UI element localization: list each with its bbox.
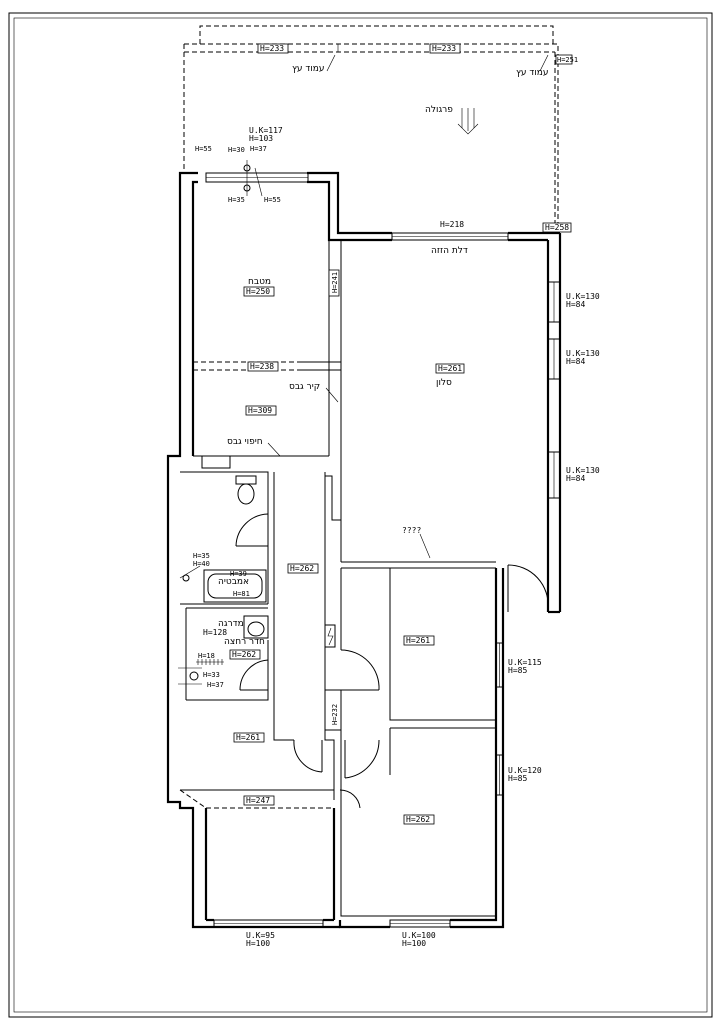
wc-height: H=262 — [232, 650, 256, 659]
windows — [201, 172, 561, 928]
wc-h18: H=18 — [198, 652, 215, 660]
kitchen-dash-height: H=238 — [250, 362, 274, 371]
bathtub-label: אמבטיה — [218, 577, 249, 587]
electrical-panel-icon — [324, 624, 336, 648]
interior-walls — [179, 240, 496, 917]
faucet-icon — [243, 160, 263, 197]
living-window3-h: H=84 — [566, 474, 585, 483]
room-bottom-right-bottom-uk: U.K=100 — [402, 931, 436, 940]
wood-post-left-label: עמוד עץ — [292, 64, 324, 74]
bath-h40: H=40 — [193, 560, 210, 568]
room-bottom-right-height: H=262 — [406, 815, 430, 824]
living-height: H=261 — [438, 364, 462, 373]
living-corner-height: H=258 — [545, 223, 569, 232]
room-bottom-left-dash-height: H=247 — [246, 796, 270, 805]
living-name: סלון — [436, 378, 452, 388]
living-window2-h: H=84 — [566, 357, 585, 366]
drywall-wall-label: קיר גבס — [289, 382, 320, 392]
room-bottom-right: H=262 U.K=120 H=85 U.K=100 H=100 — [402, 766, 542, 948]
sheet-border-inner — [13, 17, 708, 1013]
bath-h39: H=39 — [230, 570, 247, 578]
room-bottom-left-window-uk: U.K=95 — [246, 931, 275, 940]
pergola-label: פרגולה — [425, 105, 453, 115]
pergola: H=233 H=233 H=251 עמוד עץ עמוד עץ פרגולה — [183, 25, 578, 228]
pergola-height-right: H=251 — [557, 56, 578, 64]
bath-h81: H=81 — [233, 590, 250, 598]
drywall-cover-label: חיפוי גבס — [227, 437, 263, 447]
unknown-note: ???? — [402, 526, 421, 535]
bathtub-icon — [203, 569, 267, 603]
corridor-beam: H=232 — [331, 704, 339, 725]
step-label: מדרגה — [218, 619, 244, 629]
kitchen-height: H=250 — [246, 287, 270, 296]
corridor: H=262 H=232 — [287, 563, 339, 725]
sliding-door-label: דלת הזזה — [431, 246, 468, 256]
arrow-down-icon — [457, 108, 479, 135]
living-window1-h: H=84 — [566, 300, 585, 309]
sink-icon — [243, 615, 269, 639]
service-area: H=309 קיר גבס חיפוי גבס — [227, 382, 339, 457]
living-window1-uk: U.K=130 — [566, 292, 600, 301]
pergola-height-left: H=233 — [260, 44, 284, 53]
room-mid-window-uk: U.K=115 — [508, 658, 542, 667]
wc-h33: H=33 — [203, 671, 220, 679]
room-mid-height: H=261 — [406, 636, 430, 645]
step-height: H=128 — [203, 628, 227, 637]
room-mid-window-h: H=85 — [508, 666, 527, 675]
bathroom: H=35 H=40 H=39 H=81 אמבטיה — [179, 475, 267, 603]
wc-label: חדר רחצה — [224, 637, 265, 647]
wc-h37: H=37 — [207, 681, 224, 689]
toilet-icon — [235, 475, 257, 505]
kitchen: U.K=117 H=103 H=55 H=30 H=37 H=35 H=55 מ… — [195, 126, 340, 372]
kitchen-h55-top: H=55 — [195, 145, 212, 153]
room-bottom-right-window-h: H=85 — [508, 774, 527, 783]
kitchen-h55-bottom: H=55 — [264, 196, 281, 204]
room-mid: H=261 U.K=115 H=85 — [403, 635, 542, 675]
exterior-walls — [166, 171, 562, 929]
living-window3-uk: U.K=130 — [566, 466, 600, 475]
living-window2-uk: U.K=130 — [566, 349, 600, 358]
living-door-height: H=218 — [440, 220, 464, 229]
kitchen-window-h: H=103 — [249, 134, 273, 143]
kitchen-h37: H=37 — [250, 145, 267, 153]
service-height: H=309 — [248, 406, 272, 415]
kitchen-h35: H=35 — [228, 196, 245, 204]
room-bottom-left-window-h: H=100 — [246, 939, 270, 948]
kitchen-beam: H=241 — [331, 272, 339, 293]
room-bottom-right-window-uk: U.K=120 — [508, 766, 542, 775]
bath-h35: H=35 — [193, 552, 210, 560]
sheet-border-outer — [8, 12, 713, 1018]
kitchen-window-uk: U.K=117 — [249, 126, 283, 135]
kitchen-h30: H=30 — [228, 146, 245, 154]
room-small: H=261 — [233, 732, 265, 743]
wc: מדרגה H=128 חדר רחצה H=262 H=18 H=33 H=3… — [178, 615, 269, 689]
doors — [235, 513, 549, 809]
room-small-height: H=261 — [236, 733, 260, 742]
wood-post-right-label: עמוד עץ — [516, 68, 548, 78]
kitchen-name: מטבח — [248, 277, 271, 287]
pergola-height-mid: H=233 — [432, 44, 456, 53]
room-bottom-left: H=247 U.K=95 H=100 — [243, 795, 275, 948]
living-room: H=218 H=258 דלת הזזה H=261 סלון ???? U.K… — [402, 220, 600, 559]
corridor-height: H=262 — [290, 564, 314, 573]
drain-grate-icon — [196, 659, 224, 665]
room-bottom-right-bottom-h: H=100 — [402, 939, 426, 948]
